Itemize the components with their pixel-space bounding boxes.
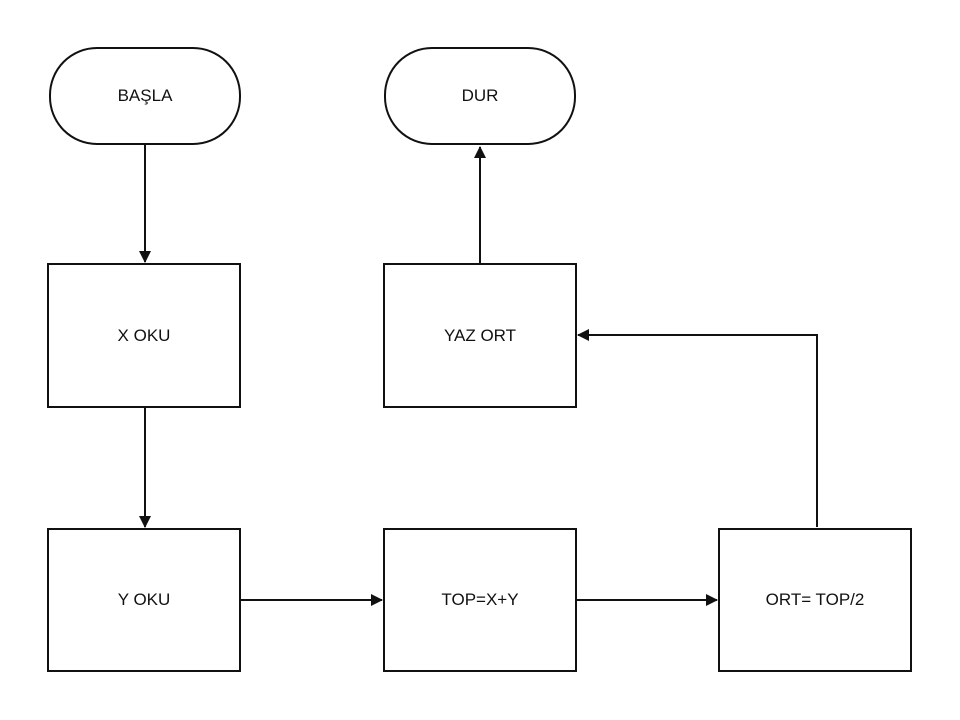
read-x-label: X OKU — [117, 325, 171, 345]
read-y-label: Y OKU — [117, 590, 171, 609]
start-label: BAŞLA — [117, 86, 173, 105]
average-process: ORT= TOP/2 — [718, 528, 912, 672]
sum-process: TOP=X+Y — [383, 528, 577, 672]
arrow-average-to-print — [577, 329, 818, 527]
stop-terminal: DUR — [384, 47, 576, 145]
read-y-process: Y OKU — [47, 528, 241, 672]
start-terminal: BAŞLA — [49, 47, 241, 145]
print-average-label: YAZ ORT — [443, 325, 517, 345]
stop-label: DUR — [461, 86, 499, 105]
average-label: ORT= TOP/2 — [765, 590, 865, 609]
print-average-process: YAZ ORT — [383, 263, 577, 408]
read-x-process: X OKU — [47, 263, 241, 408]
sum-label: TOP=X+Y — [441, 590, 519, 609]
